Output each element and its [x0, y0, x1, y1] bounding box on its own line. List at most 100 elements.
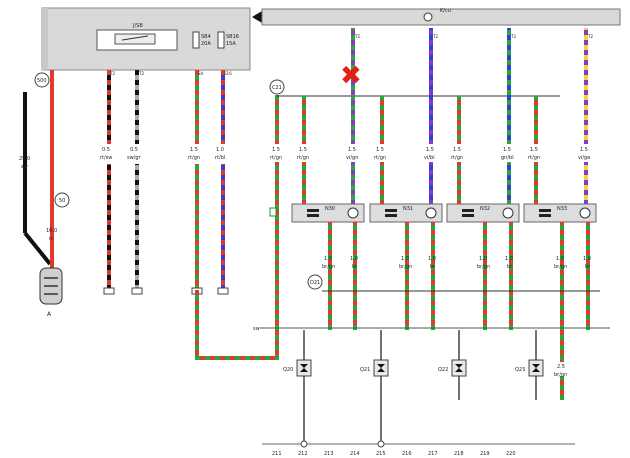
pin-label: T2 [510, 34, 516, 39]
right-upper-labels: 1.5 rt/gn 1.5 rt/gn 1.5 vi/gn 1.5 rt/gn … [268, 144, 596, 162]
lower-wire-1-size: 1.0 [324, 256, 332, 262]
pin-label: S16 [224, 71, 232, 76]
injector-label: N30 [325, 206, 335, 212]
fuse-label-2: SB16 [226, 34, 239, 40]
injector-n30: N30 [291, 203, 365, 223]
left-wires: 0.5 rt/sw 0.5 sw/gr 1.5 rt/gn 1.0 rt/bl [98, 70, 279, 360]
bottom-wire-size: 2.5 [557, 364, 565, 370]
axis-number: 214 [350, 451, 360, 457]
lower-wire-3-size: 1.0 [401, 256, 409, 262]
upper-wire-6-size: 1.5 [453, 147, 461, 153]
ground-q21: Q21 [360, 367, 370, 373]
injector-label: N31 [403, 206, 413, 212]
pin-label: S4 [198, 71, 204, 76]
left-wire-1-size: 0.5 [102, 147, 110, 153]
top-pin-labels: T2 T2 S4 S16 T2 T2 T2 T2 [109, 34, 593, 76]
axis-number: 218 [454, 451, 464, 457]
ground-q20: Q20 [283, 367, 293, 373]
fuse-label-1: SB4 [201, 34, 211, 40]
upper-wire-3-size: 1.5 [348, 147, 356, 153]
right-lower-labels: 1.0 br/gn 1.0 br 1.0 br/gn 1.0 br 1.0 br… [322, 256, 591, 270]
upper-wire-5-size: 1.5 [426, 147, 434, 153]
upper-wire-1-color: rt/gn [270, 155, 282, 161]
main-wire-color: rt [49, 236, 53, 242]
battery-cable-color: sw [21, 164, 28, 170]
main-wire-size: 16.0 [46, 228, 57, 234]
upper-wire-3-color: vi/gn [346, 155, 358, 161]
ground-q23: Q23 [515, 367, 525, 373]
left-wire-2-color: sw/gr [127, 155, 142, 161]
left-wire-1-color: rt/sw [100, 155, 112, 161]
upper-wire-9-size: 1.5 [580, 147, 588, 153]
left-wire-3-color: rt/gn [188, 155, 200, 161]
upper-wire-5-color: vi/bl [424, 155, 435, 161]
left-wire-4-size: 1.0 [216, 147, 224, 153]
upper-wire-9-color: vi/ge [578, 155, 590, 161]
control-unit-box: J/SB SB4 20A SB16 15A [41, 7, 251, 71]
upper-wire-4-color: rt/gn [374, 155, 386, 161]
upper-wire-7-color: gn/bl [501, 155, 514, 161]
upper-wire-1-size: 1.5 [272, 147, 280, 153]
axis-number: 220 [506, 451, 516, 457]
upper-wire-8-color: rt/gn [528, 155, 540, 161]
distribution: C21 [269, 79, 560, 97]
fuse-rating-1: 20A [201, 41, 211, 47]
injector-label: N32 [480, 206, 490, 212]
lower-wire-2-size: 1.0 [350, 256, 358, 262]
injector-label: N33 [557, 206, 567, 212]
node-label-c21: C21 [272, 85, 282, 91]
pin-label: T2 [354, 34, 360, 39]
ground-label-a: A [47, 311, 52, 318]
pin-label: T2 [138, 71, 144, 76]
axis-number: 216 [402, 451, 412, 457]
node-label-50: 50 [59, 198, 65, 204]
lower-wire-5-color: br/gn [477, 264, 490, 270]
lower-wire-7-color: br/gn [554, 264, 567, 270]
pin-label: T2 [109, 71, 115, 76]
upper-wire-8-size: 1.5 [530, 147, 538, 153]
upper-wire-6-color: rt/gn [451, 155, 463, 161]
lower-wire-3-color: br/gn [399, 264, 412, 270]
left-wire-3-size: 1.5 [190, 147, 198, 153]
control-unit-label: J/SB [132, 23, 143, 29]
fuse-rating-2: 15A [226, 41, 236, 47]
injector-n31: N31 [369, 203, 443, 223]
lower-wire-1-color: br/gn [322, 264, 335, 270]
upper-wire-7-size: 1.5 [503, 147, 511, 153]
node-label-d21: D21 [310, 280, 320, 286]
ground-bus-label: sw [253, 326, 260, 332]
left-wire-4-color: rt/bl [215, 155, 225, 161]
upper-wire-2-color: rt/gn [297, 155, 309, 161]
lower-wire-7-size: 1.0 [556, 256, 564, 262]
lower-wire-6-size: 1.0 [505, 256, 513, 262]
axis-number: 211 [272, 451, 282, 457]
bottom-axis: 211 212 213 214 215 216 217 218 219 220 [262, 440, 575, 457]
bottom-wire-color: br/gn [554, 372, 567, 378]
bus-bar-label: K/cu [440, 8, 451, 14]
lower-wire-4-color: br [430, 264, 436, 270]
break-mark-icon: ✖ [340, 61, 362, 91]
lower-wire-8-color: br [585, 264, 591, 270]
battery-section: 500 25.0 sw 50 16.0 rt A [19, 70, 70, 318]
pin-label: T2 [587, 34, 593, 39]
axis-number: 219 [480, 451, 490, 457]
lower-wire-5-size: 1.0 [479, 256, 487, 262]
battery-cable-size: 25.0 [19, 156, 30, 162]
axis-number: 215 [376, 451, 386, 457]
axis-number: 213 [324, 451, 334, 457]
bus-bar: K/cu [252, 8, 621, 26]
lower-wire-6-color: br [507, 264, 513, 270]
injector-row: N30 N31 N32 N33 [269, 203, 597, 223]
ground-bus: sw [253, 326, 610, 332]
right-upper-wires [302, 28, 588, 206]
pin-label: T2 [432, 34, 438, 39]
upper-wire-4-size: 1.5 [376, 147, 384, 153]
injector-n33: N33 [523, 203, 597, 223]
lower-wire-8-size: 1.0 [583, 256, 591, 262]
left-wire-2-size: 0.5 [130, 147, 138, 153]
d21-section: D21 [307, 274, 600, 292]
lower-wire-4-size: 1.0 [428, 256, 436, 262]
axis-number: 217 [428, 451, 438, 457]
node-label-500: 500 [37, 78, 47, 84]
